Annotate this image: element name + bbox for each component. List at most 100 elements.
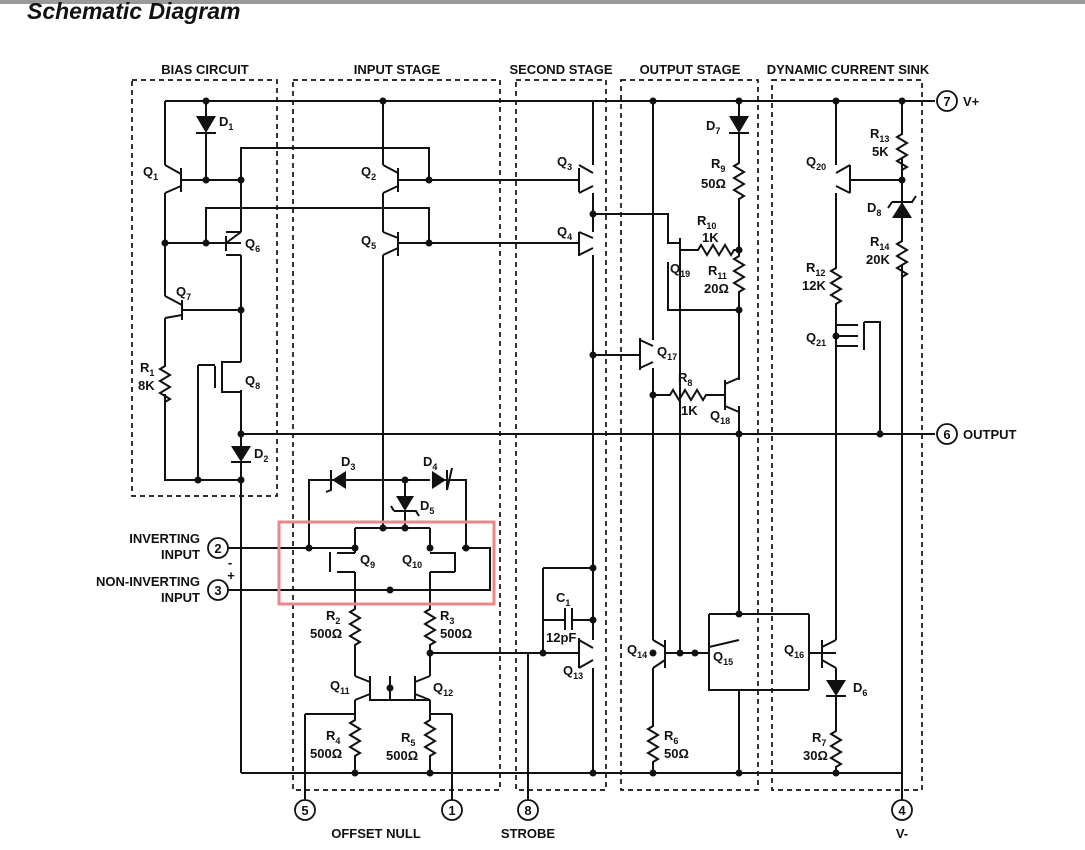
r12-value: 12K	[802, 278, 826, 293]
q5-transistor-symbol	[382, 231, 399, 256]
strobe-label: STROBE	[501, 826, 556, 841]
r14-value: 20K	[866, 252, 890, 267]
q18-transistor-symbol	[653, 377, 740, 413]
q14-transistor-symbol	[652, 639, 695, 669]
r3-resistor-symbol	[424, 602, 436, 652]
d5-label: D5	[420, 498, 434, 516]
r4-value: 500Ω	[310, 746, 342, 761]
r6-label: R6	[664, 728, 678, 746]
d4-diode-symbol	[432, 471, 446, 489]
svg-text:5: 5	[301, 803, 308, 818]
current-sink-wiring	[809, 101, 917, 774]
d2-diode-symbol	[231, 446, 251, 462]
pin-7	[936, 90, 958, 112]
inverting-label-1: INVERTING	[129, 531, 200, 546]
q10-transistor-symbol	[226, 547, 491, 591]
vplus-label: V+	[963, 94, 980, 109]
r14-label: R14	[870, 234, 889, 252]
junction-dots	[161, 97, 906, 777]
d5-diode-symbol	[396, 496, 414, 511]
q13-label: Q13	[563, 663, 583, 681]
r13-value: 5K	[872, 144, 889, 159]
d7-diode-symbol	[729, 116, 749, 133]
q13-transistor-symbol	[543, 638, 594, 669]
bias-circuit-wiring	[159, 101, 430, 773]
q9-q10-highlight-box	[277, 520, 496, 606]
vminus-label: V-	[896, 826, 908, 841]
d7-label: D7	[706, 118, 720, 136]
q5-label: Q5	[361, 233, 376, 251]
section-second-label: SECOND STAGE	[509, 62, 612, 77]
svg-text:4: 4	[898, 803, 906, 818]
d1-label: D1	[219, 114, 233, 132]
r6-value: 50Ω	[664, 746, 689, 761]
q11-q12-transistor-symbols	[354, 675, 431, 701]
r9-value: 50Ω	[701, 176, 726, 191]
r4-resistor-symbol	[349, 713, 361, 763]
q16-label: Q16	[784, 642, 804, 660]
output-stage-wiring	[639, 101, 810, 773]
r9-label: R9	[711, 156, 725, 174]
d4-label: D4	[423, 454, 437, 472]
c1-label: C1	[556, 590, 570, 608]
pin-3	[207, 579, 229, 601]
r2-value: 500Ω	[310, 626, 342, 641]
r10-value: 1K	[702, 230, 719, 245]
section-output-label: OUTPUT STAGE	[640, 62, 741, 77]
q6-label: Q6	[245, 236, 260, 254]
q19-label: Q19	[670, 261, 690, 279]
r3-label: R3	[440, 608, 454, 626]
q2-label: Q2	[361, 164, 376, 182]
pins: 7 V+ 6 OUTPUT 2 3 5 1 8 4 V- INVERTING I…	[96, 90, 1017, 841]
pin-2	[207, 537, 229, 559]
c1-value: 12pF	[546, 630, 576, 645]
r7-label: R7	[812, 730, 826, 748]
component-labels: D1 D2 D3 D4 D5 D6 D7 D8 Q1 Q2 Q3 Q4 Q5 Q…	[138, 114, 890, 763]
q4-label: Q4	[557, 224, 572, 242]
c1-capacitor-symbol	[543, 608, 593, 630]
r1-label: R1	[140, 360, 154, 378]
q16-transistor-symbol	[809, 639, 837, 669]
r9-resistor-symbol	[733, 156, 745, 206]
inverting-label-2: INPUT	[161, 547, 200, 562]
d3-label: D3	[341, 454, 355, 472]
svg-text:8: 8	[524, 803, 531, 818]
r5-resistor-symbol	[424, 713, 436, 763]
minus-sign: -	[228, 555, 232, 570]
diagram-title: Schematic Diagram	[27, 0, 241, 24]
pin-5	[294, 799, 316, 821]
svg-text:6: 6	[943, 427, 950, 442]
pin-8	[517, 799, 539, 821]
q17-label: Q17	[657, 344, 677, 362]
r1-value: 8K	[138, 378, 155, 393]
q20-label: Q20	[806, 154, 826, 172]
q12-label: Q12	[433, 680, 453, 698]
noninverting-label-2: INPUT	[161, 590, 200, 605]
d6-label: D6	[853, 680, 867, 698]
r11-value: 20Ω	[704, 281, 729, 296]
q8-transistor-symbol	[198, 361, 241, 393]
r6-resistor-symbol	[647, 719, 659, 769]
q3-label: Q3	[557, 154, 572, 172]
rails	[165, 100, 935, 810]
q10-label: Q10	[402, 552, 422, 570]
second-stage-wiring	[429, 101, 680, 800]
bias-circuit-box	[131, 79, 278, 497]
q1-label: Q1	[143, 164, 158, 182]
q21-transistor-symbol	[836, 321, 881, 434]
noninverting-label-1: NON-INVERTING	[96, 574, 200, 589]
q18-label: Q18	[710, 408, 730, 426]
section-bias-label: BIAS CIRCUIT	[161, 62, 248, 77]
pin-1	[441, 799, 463, 821]
svg-text:2: 2	[214, 541, 221, 556]
r10-label: R10	[697, 213, 716, 231]
svg-text:3: 3	[214, 583, 221, 598]
q21-label: Q21	[806, 330, 826, 348]
q7-label: Q7	[176, 284, 191, 302]
r11-resistor-symbol	[733, 249, 745, 299]
q1-transistor-symbol	[164, 164, 182, 194]
output-label: OUTPUT	[963, 427, 1017, 442]
q7-transistor-symbol	[164, 295, 183, 320]
input-stage-wiring	[226, 101, 543, 800]
